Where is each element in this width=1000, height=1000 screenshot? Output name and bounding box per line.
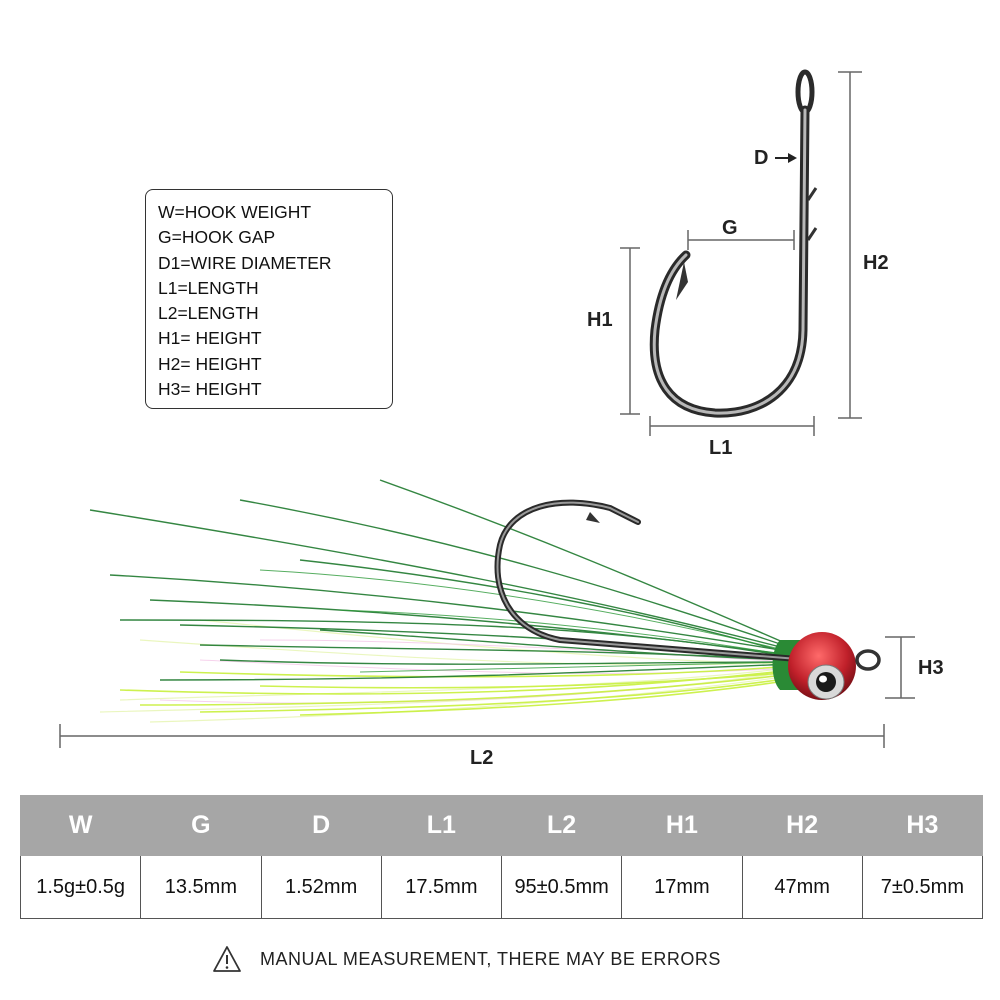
value-l1: 17.5mm [380,855,503,919]
header-h1: H1 [621,795,743,856]
spec-table-row: 1.5g±0.5g 13.5mm 1.52mm 17.5mm 95±0.5mm … [19,855,984,919]
dimension-label-h3: H3 [918,657,944,679]
legend-item-d1: D1=WIRE DIAMETER [158,252,332,273]
fly-lure [89,479,881,723]
dimension-label-g: G [722,217,738,239]
disclaimer: MANUAL MEASUREMENT, THERE MAY BE ERRORS [212,944,721,974]
header-l2: L2 [500,795,623,856]
value-h1: 17mm [621,855,743,919]
dimension-label-h2: H2 [863,252,889,274]
dimension-label-l1: L1 [709,437,733,459]
disclaimer-text: MANUAL MEASUREMENT, THERE MAY BE ERRORS [260,948,721,969]
header-g: G [140,795,262,856]
header-w: W [19,795,142,856]
header-h2: H2 [741,795,863,856]
legend-item-h3: H3= HEIGHT [158,379,262,400]
legend-box: W=HOOK WEIGHT G=HOOK GAP D1=WIRE DIAMETE… [145,189,393,409]
value-w: 1.5g±0.5g [19,855,142,919]
spec-table-header-row: W G D L1 L2 H1 H2 H3 [19,795,984,856]
header-d: D [260,795,382,856]
legend-item-l1: L1=LENGTH [158,277,259,298]
warning-triangle-icon [213,946,241,972]
dimension-label-h1: H1 [587,309,613,331]
value-d: 1.52mm [260,855,382,919]
value-h2: 47mm [741,855,863,919]
legend-item-h1: H1= HEIGHT [158,328,262,349]
header-h3: H3 [861,795,984,856]
dimension-label-d: D [754,147,769,169]
spec-table: W G D L1 L2 H1 H2 H3 1.5g±0.5g 13.5mm 1.… [19,795,984,919]
diagram-artwork [59,69,915,748]
d-arrow [775,153,797,163]
legend-item-w: W=HOOK WEIGHT [158,202,312,222]
legend-item-h2: H2= HEIGHT [158,353,262,374]
dimension-label-l2: L2 [470,747,494,769]
header-l1: L1 [380,795,503,856]
hook-dimension-lines [59,71,915,748]
legend-item-g: G=HOOK GAP [158,227,276,248]
value-l2: 95±0.5mm [500,855,623,919]
value-g: 13.5mm [140,855,262,919]
legend-item-l2: L2=LENGTH [158,303,259,324]
hook-diagram [649,69,818,418]
value-h3: 7±0.5mm [861,855,984,919]
